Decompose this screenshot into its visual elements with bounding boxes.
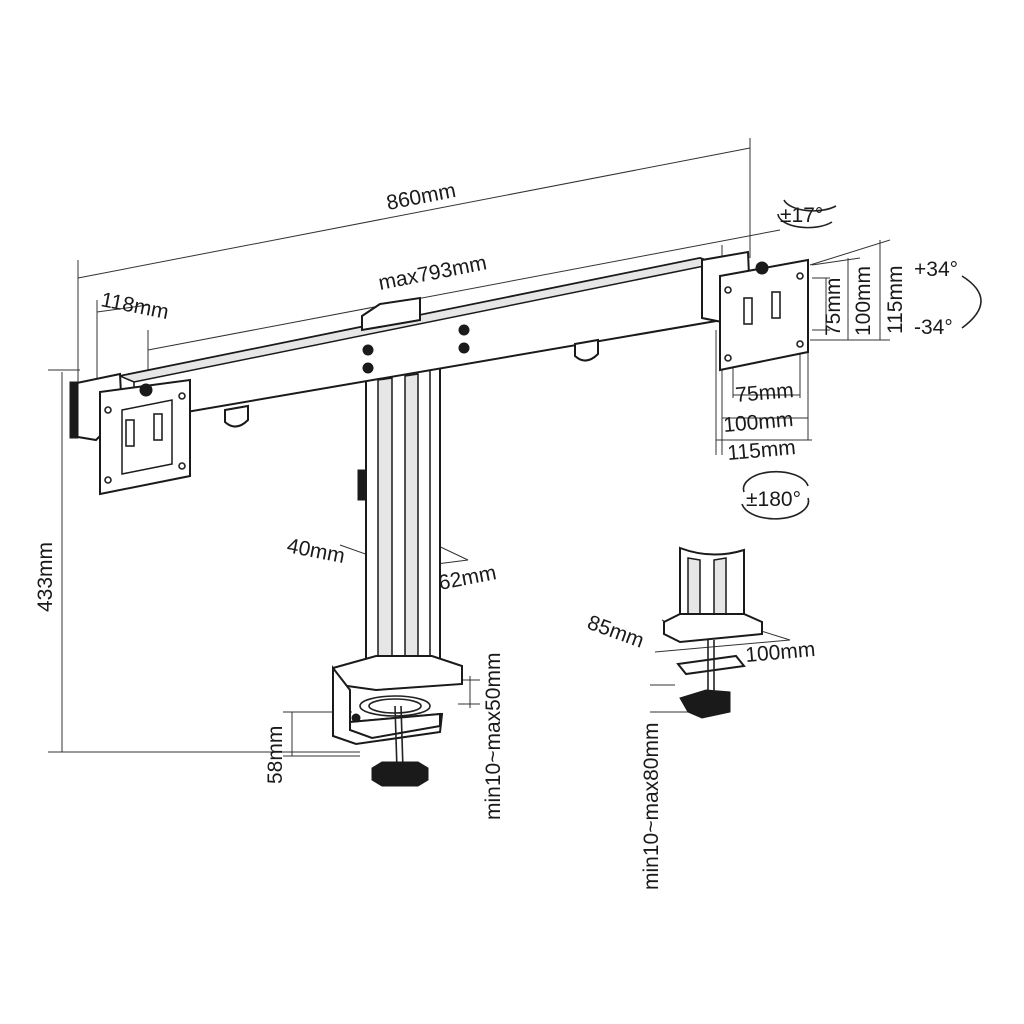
vesa-v100-label: 100mm bbox=[852, 266, 875, 336]
swivel-label: ±17° bbox=[780, 204, 823, 227]
mount-pole bbox=[357, 364, 441, 669]
right-vesa-plate bbox=[701, 250, 809, 372]
vesa-v115-label: 115mm bbox=[884, 266, 907, 334]
rotate-label: ±180° bbox=[746, 488, 801, 511]
grommet-depth-label: 100mm bbox=[744, 638, 816, 667]
desk-clamp bbox=[332, 655, 463, 787]
pole-width-label: 40mm bbox=[285, 534, 347, 568]
grommet-base bbox=[663, 546, 763, 719]
crossbar bbox=[117, 256, 723, 428]
pole-depth-label: 62mm bbox=[437, 561, 499, 595]
left-vesa-plate bbox=[69, 372, 191, 496]
height-label: 433mm bbox=[34, 542, 57, 612]
vesa-h75-label: 75mm bbox=[734, 379, 794, 407]
vesa-h115-label: 115mm bbox=[726, 436, 796, 465]
tilt-up-label: +34° bbox=[914, 258, 958, 281]
clamp-depth-label: 58mm bbox=[264, 726, 287, 784]
clamp-range-label: min10~max50mm bbox=[482, 653, 505, 820]
grommet-range-label: min10~max80mm bbox=[640, 723, 663, 890]
total-width-label: 860mm bbox=[385, 179, 458, 215]
tilt-down-label: -34° bbox=[914, 316, 953, 339]
vesa-h100-label: 100mm bbox=[722, 408, 794, 437]
rotation-arrows bbox=[741, 199, 982, 520]
dimension-labels: 860mm max793mm 118mm 433mm 40mm 62mm 58m… bbox=[34, 179, 958, 890]
grommet-width-label: 85mm bbox=[584, 611, 647, 653]
plate-offset-label: 118mm bbox=[99, 288, 171, 324]
vesa-v75-label: 75mm bbox=[822, 278, 845, 336]
